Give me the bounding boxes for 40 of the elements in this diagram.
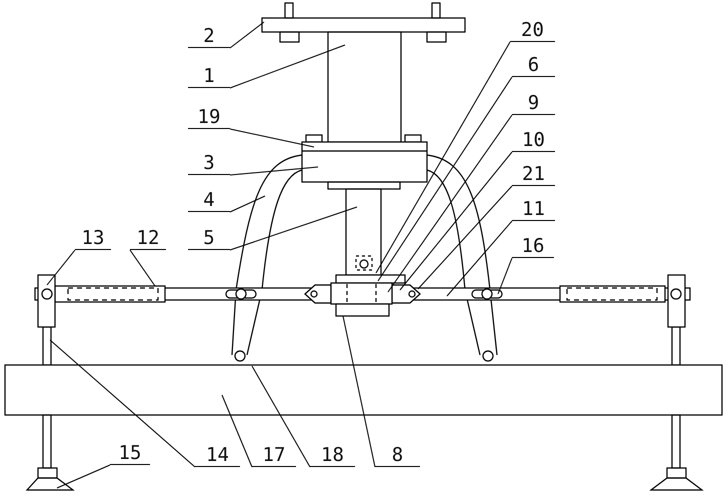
callout-number: 6 bbox=[512, 55, 555, 77]
callout-number: 5 bbox=[188, 228, 230, 250]
leader-line bbox=[230, 128, 314, 148]
callout-number: 2 bbox=[188, 26, 230, 48]
leader-line bbox=[230, 44, 346, 88]
leader-line bbox=[56, 464, 110, 488]
callout-number: 12 bbox=[130, 228, 166, 250]
leader-line bbox=[498, 258, 512, 294]
callout-number: 11 bbox=[512, 199, 555, 221]
callout-number: 14 bbox=[195, 445, 240, 467]
callout-number: 1 bbox=[188, 66, 230, 88]
leader-line bbox=[342, 316, 376, 468]
callout-number: 16 bbox=[512, 236, 554, 258]
callout-number: 19 bbox=[188, 107, 230, 129]
callout-number: 20 bbox=[510, 20, 555, 42]
callout-number: 15 bbox=[110, 443, 150, 465]
leader-line bbox=[252, 366, 310, 468]
callout-number: 9 bbox=[512, 93, 555, 115]
leader-line bbox=[50, 340, 196, 468]
leader-line bbox=[446, 220, 512, 296]
callout-number: 17 bbox=[252, 445, 296, 467]
leader-line bbox=[46, 250, 76, 286]
callout-number: 10 bbox=[512, 130, 555, 152]
callout-number: 21 bbox=[512, 164, 555, 186]
leader-line bbox=[378, 76, 512, 282]
leader-line bbox=[230, 196, 266, 212]
leader-line bbox=[230, 206, 358, 250]
leader-line bbox=[230, 22, 264, 48]
leader-line bbox=[376, 42, 510, 274]
leader-line bbox=[400, 152, 512, 290]
callout-number: 4 bbox=[188, 190, 230, 212]
callout-number: 13 bbox=[75, 228, 111, 250]
leader-line bbox=[388, 114, 512, 292]
callout-number: 3 bbox=[188, 153, 230, 175]
leader-line bbox=[222, 394, 252, 468]
leader-line bbox=[418, 186, 512, 290]
callout-number: 18 bbox=[310, 445, 355, 467]
leader-line bbox=[230, 166, 318, 176]
leader-line bbox=[130, 250, 156, 286]
callout-number: 8 bbox=[375, 445, 420, 467]
